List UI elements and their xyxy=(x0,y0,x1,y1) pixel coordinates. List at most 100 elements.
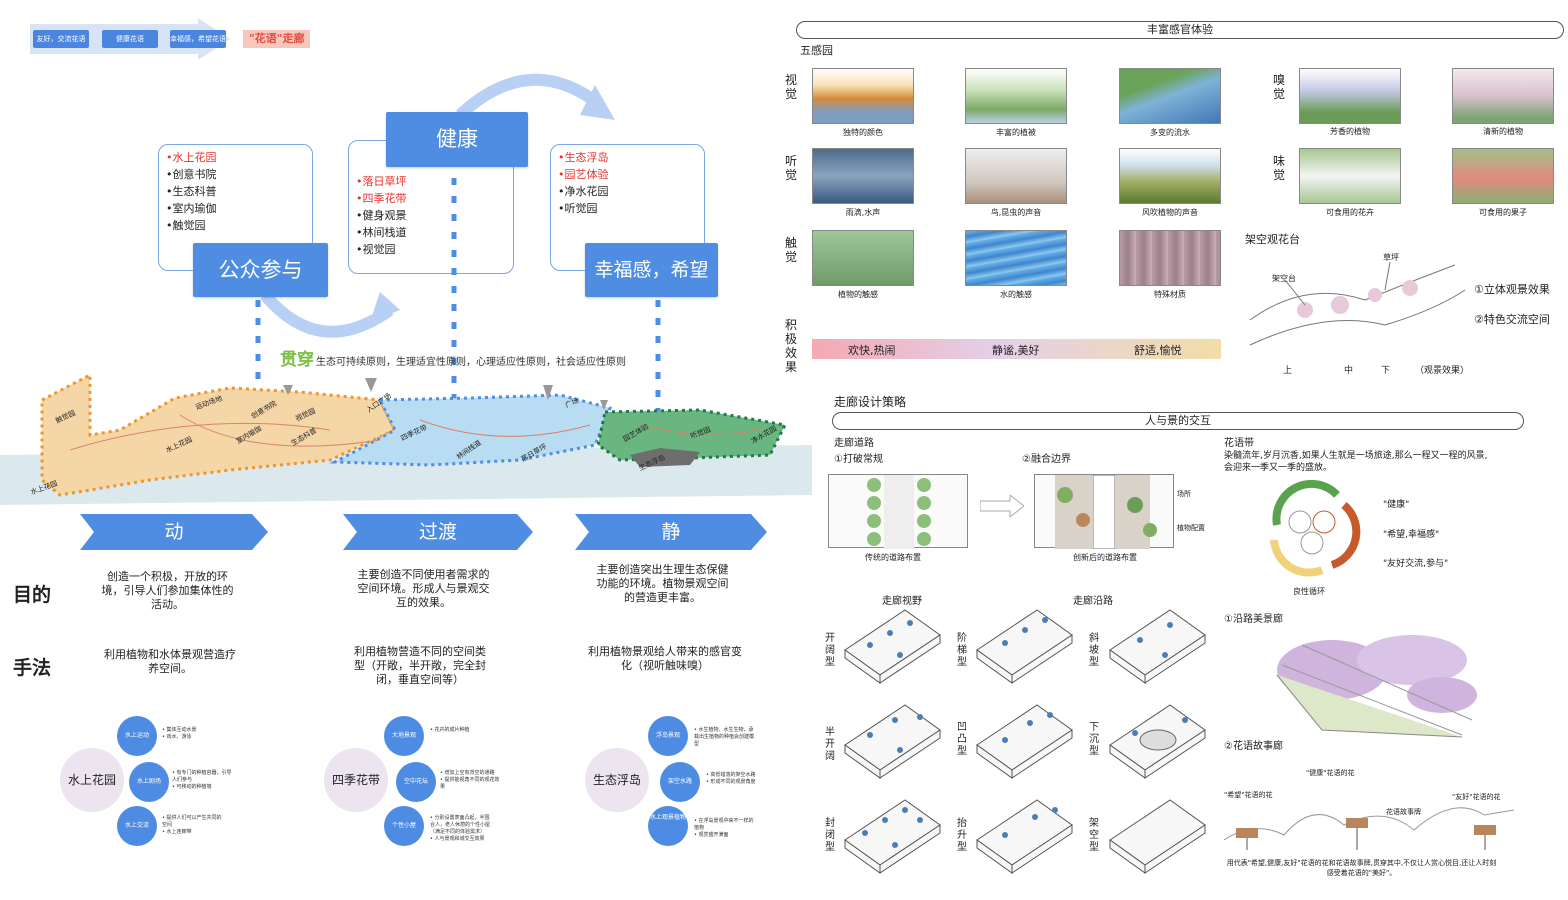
sense-label-touch: 触觉 xyxy=(784,236,797,264)
dashed-connectors xyxy=(255,178,661,425)
effect-1: 欢快,热闹 xyxy=(848,344,896,357)
zone-dong-label: 动 xyxy=(164,521,184,543)
type-semi: 半开阔 xyxy=(825,727,835,762)
type-raised: 抬升型 xyxy=(957,818,967,853)
type-elevated: 架空型 xyxy=(1089,818,1099,853)
row-label-purpose: 目的 xyxy=(13,584,52,606)
flow-tag: "花语"走廊 xyxy=(243,30,311,48)
cap-vegetation: 丰富的植被 xyxy=(996,128,1036,137)
cap-water-touch: 水的触感 xyxy=(1000,290,1032,299)
bubble-small-2b: 空中花坛 xyxy=(396,762,436,802)
zone-guodu-label: 过渡 xyxy=(418,521,457,543)
platform-label-1: 架空台 xyxy=(1272,274,1296,283)
bubble-small-3b: 架空水路 xyxy=(660,762,700,802)
story-path-sketch xyxy=(1224,807,1514,850)
mid-item-4: •林间栈道 xyxy=(356,226,407,239)
story-text: 用代表"希望,健康,友好"花语的花和花语故事牌,贯穿其中,不仅让人赏心悦目,还让… xyxy=(1226,859,1497,877)
flow-step-2: 健康花语 xyxy=(102,30,158,48)
cap-material: 特殊材质 xyxy=(1154,290,1186,299)
happy-box: 幸福感，希望 xyxy=(585,243,718,297)
flow-step-1: 友好，交流花语 xyxy=(33,30,89,48)
view2-title: ②花语故事廊 xyxy=(1224,741,1283,752)
thumb-fragrant xyxy=(1299,68,1401,124)
bubble-small-1a: 水上运动 xyxy=(117,716,157,756)
left-item-2: •创意书院 xyxy=(166,168,217,181)
cap-fragrant: 芳香的植物 xyxy=(1330,127,1370,136)
cap-edible-fruit: 可食用的果子 xyxy=(1479,208,1527,217)
cycle-label-1: "健康" xyxy=(1383,500,1410,510)
cap-color: 独特的颜色 xyxy=(843,128,883,137)
principle-text: 生态可持续原则，生理适宜性原则，心理适应性原则，社会适应性原则 xyxy=(316,357,626,368)
iso-blocks xyxy=(844,609,1206,874)
bubble-main-3: 生态浮岛 xyxy=(585,748,649,812)
type-step: 阶梯型 xyxy=(957,633,967,668)
thumb-material xyxy=(1119,230,1221,286)
purpose-1: 创造一个积极，开放的环境，引导人们参加集体性的活动。 xyxy=(101,570,234,611)
thumb-bird xyxy=(965,148,1067,204)
road-title: 走廊道路 xyxy=(834,438,874,449)
road-cap-2: 创新后的道路布置 xyxy=(1073,553,1137,562)
bubble-note-3b: • 高低错落的架空水路 • 形成不同的观景角度 xyxy=(706,772,756,785)
left-item-4: •室内瑜伽 xyxy=(166,202,217,215)
mid-item-3: •健身观景 xyxy=(356,209,407,222)
right-item-1: •生态浮岛 xyxy=(558,151,609,164)
cycle-diagram xyxy=(1270,480,1361,577)
platform-sketch xyxy=(1249,261,1466,346)
thumb-fresh xyxy=(1452,68,1554,124)
scenic-path-sketch xyxy=(1276,635,1477,738)
road-plan-innovative xyxy=(1034,474,1174,550)
mid-item-5: •视觉园 xyxy=(356,243,396,256)
method-2: 利用植物营造不同的空间类型（开敞，半开敞，完全封闭，垂直空间等） xyxy=(354,645,486,686)
cycle-label-3: "友好交流,参与" xyxy=(1383,559,1449,569)
bubble-small-2c: 个性小屋 xyxy=(384,806,424,846)
bubble-note-3a: • 水生植物、水生生物，承载出生植物的种植会创建模型 xyxy=(694,727,755,747)
cap-water: 多变的流水 xyxy=(1150,128,1190,137)
corridor-title: 走廊设计策略 xyxy=(834,395,907,409)
sense-label-sight: 视觉 xyxy=(784,73,797,101)
thumb-leaf-touch xyxy=(812,230,914,286)
effect-gradient-bar: 欢快,热闹 静谧,美好 舒适,愉悦 xyxy=(812,339,1221,359)
platform-point-1: ①立体观景效果 xyxy=(1474,283,1550,296)
story-label-friend: "友好"花语的花 xyxy=(1452,793,1501,801)
left-item-3: •生态科普 xyxy=(166,185,217,198)
edge-title: 走廊沿路 xyxy=(1073,596,1113,607)
flower-title: 花语带 xyxy=(1224,438,1254,449)
bubble-small-2a: 大地景观 xyxy=(384,716,424,756)
bubble-note-2a: • 花卉的成片种植 xyxy=(430,727,470,733)
principle-line: 贯穿生态可持续原则，生理适宜性原则，心理适应性原则，社会适应性原则 xyxy=(280,345,626,370)
method-1: 利用植物和水体景观营造疗养空间。 xyxy=(104,648,236,675)
site-plan-map xyxy=(0,372,812,505)
type-closed: 封闭型 xyxy=(825,818,835,853)
cap-bird: 鸟,昆虫的声音 xyxy=(990,208,1042,217)
road-step-1: ①打破常规 xyxy=(834,454,883,465)
story-label-hope: "希望"花语的花 xyxy=(1224,791,1273,799)
bubble-small-1c: 水上交流 xyxy=(117,806,157,846)
sense-label-smell: 嗅觉 xyxy=(1272,73,1285,101)
view-title: 走廊视野 xyxy=(882,596,922,607)
zone-guodu: 过渡 xyxy=(343,514,533,550)
public-box: 公众参与 xyxy=(193,243,328,297)
sense-label-taste: 味觉 xyxy=(1272,154,1285,182)
type-concave: 凹凸型 xyxy=(957,722,967,757)
effect-2: 静谧,美好 xyxy=(992,344,1040,357)
cap-edible-flower: 可食用的花卉 xyxy=(1326,208,1374,217)
thumb-color xyxy=(812,68,914,124)
thumb-vegetation xyxy=(965,68,1067,124)
type-sunken: 下沉型 xyxy=(1089,722,1099,757)
thumb-water xyxy=(1119,68,1221,124)
senses-header: 丰富感官体验 xyxy=(796,21,1564,39)
view1-title: ①沿路美景廊 xyxy=(1224,614,1283,625)
bubble-note-2c: • 分别设置表面凸起，半围合人，老人休憩的个性小屋（满足不同的体验需求） • 人… xyxy=(430,815,491,842)
right-item-4: •听觉园 xyxy=(558,202,598,215)
purpose-2: 主要创造不同使用者需求的空间环境。形成人与景观交互的效果。 xyxy=(357,568,490,609)
thumb-wind xyxy=(1119,148,1221,204)
cap-fresh: 清新的植物 xyxy=(1483,127,1523,136)
bubble-small-3a: 浮岛景观 xyxy=(648,716,688,756)
cycle-label-2: "希望,幸福感" xyxy=(1383,530,1440,540)
road-step-2: ②融合边界 xyxy=(1022,454,1071,465)
road-legend-2: 植物配置 xyxy=(1177,524,1205,532)
cap-leaf-touch: 植物的触感 xyxy=(838,290,878,299)
zone-jing-label: 静 xyxy=(661,521,681,543)
health-box: 健康 xyxy=(386,112,528,167)
road-plan-traditional xyxy=(828,474,968,549)
